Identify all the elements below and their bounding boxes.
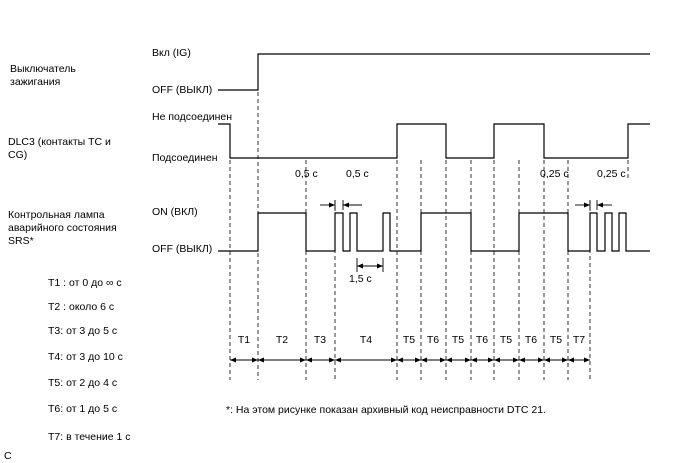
legend-item: T3: от 3 до 5 с	[48, 325, 117, 337]
duration-label-3: 0,25 с	[540, 168, 569, 180]
ignition-high-label: Вкл (IG)	[152, 47, 191, 59]
legend-item: T7: в течение 1 с	[48, 431, 131, 443]
ignition-label-2: зажигания	[10, 76, 60, 88]
period-label: T6	[476, 334, 488, 346]
period-label: T2	[276, 334, 288, 346]
period-label: T1	[238, 334, 250, 346]
legend-item: T1 : от 0 до ∞ с	[48, 277, 122, 289]
figure-corner-label: C	[4, 450, 12, 462]
legend-item: T5: от 2 до 4 с	[48, 377, 117, 389]
srs-low-label: OFF (ВЫКЛ)	[152, 243, 212, 255]
guide-lines	[229, 92, 629, 380]
srs-waveform	[218, 212, 650, 252]
srs-label-3: SRS*	[8, 235, 34, 247]
period-label: T5	[500, 334, 512, 346]
flash-duration-label: 1,5 с	[349, 273, 372, 285]
period-label: T7	[573, 334, 585, 346]
dlc3-label-2: CG)	[8, 149, 27, 161]
dlc3-waveform	[218, 123, 650, 159]
period-label: T6	[427, 334, 439, 346]
ignition-waveform	[218, 53, 650, 91]
dlc3-high-label: Не подсоединен	[152, 111, 232, 123]
ignition-label-1: Выключатель	[10, 63, 76, 75]
legend-item: T2 : около 6 с	[48, 301, 114, 313]
legend-item: T4: от 3 до 10 с	[48, 351, 123, 363]
footnote: *: На этом рисунке показан архивный код …	[226, 404, 546, 416]
dlc3-label-1: DLC3 (контакты TC и	[8, 136, 111, 148]
duration-label-2: 0,5 с	[346, 168, 369, 180]
period-label: T5	[403, 334, 415, 346]
period-label: T6	[525, 334, 537, 346]
period-label: T3	[314, 334, 326, 346]
period-label: T4	[360, 334, 372, 346]
duration-label-1: 0,5 с	[295, 168, 318, 180]
duration-label-4: 0,25 с	[597, 168, 626, 180]
period-label: T5	[550, 334, 562, 346]
srs-high-label: ON (ВКЛ)	[152, 206, 198, 218]
ignition-low-label: OFF (ВЫКЛ)	[152, 84, 212, 96]
srs-label-2: аварийного состояния	[8, 222, 117, 234]
dlc3-low-label: Подсоединен	[152, 152, 218, 164]
legend-item: T6: от 1 до 5 с	[48, 403, 117, 415]
period-label: T5	[452, 334, 464, 346]
srs-label-1: Контрольная лампа	[8, 209, 105, 221]
